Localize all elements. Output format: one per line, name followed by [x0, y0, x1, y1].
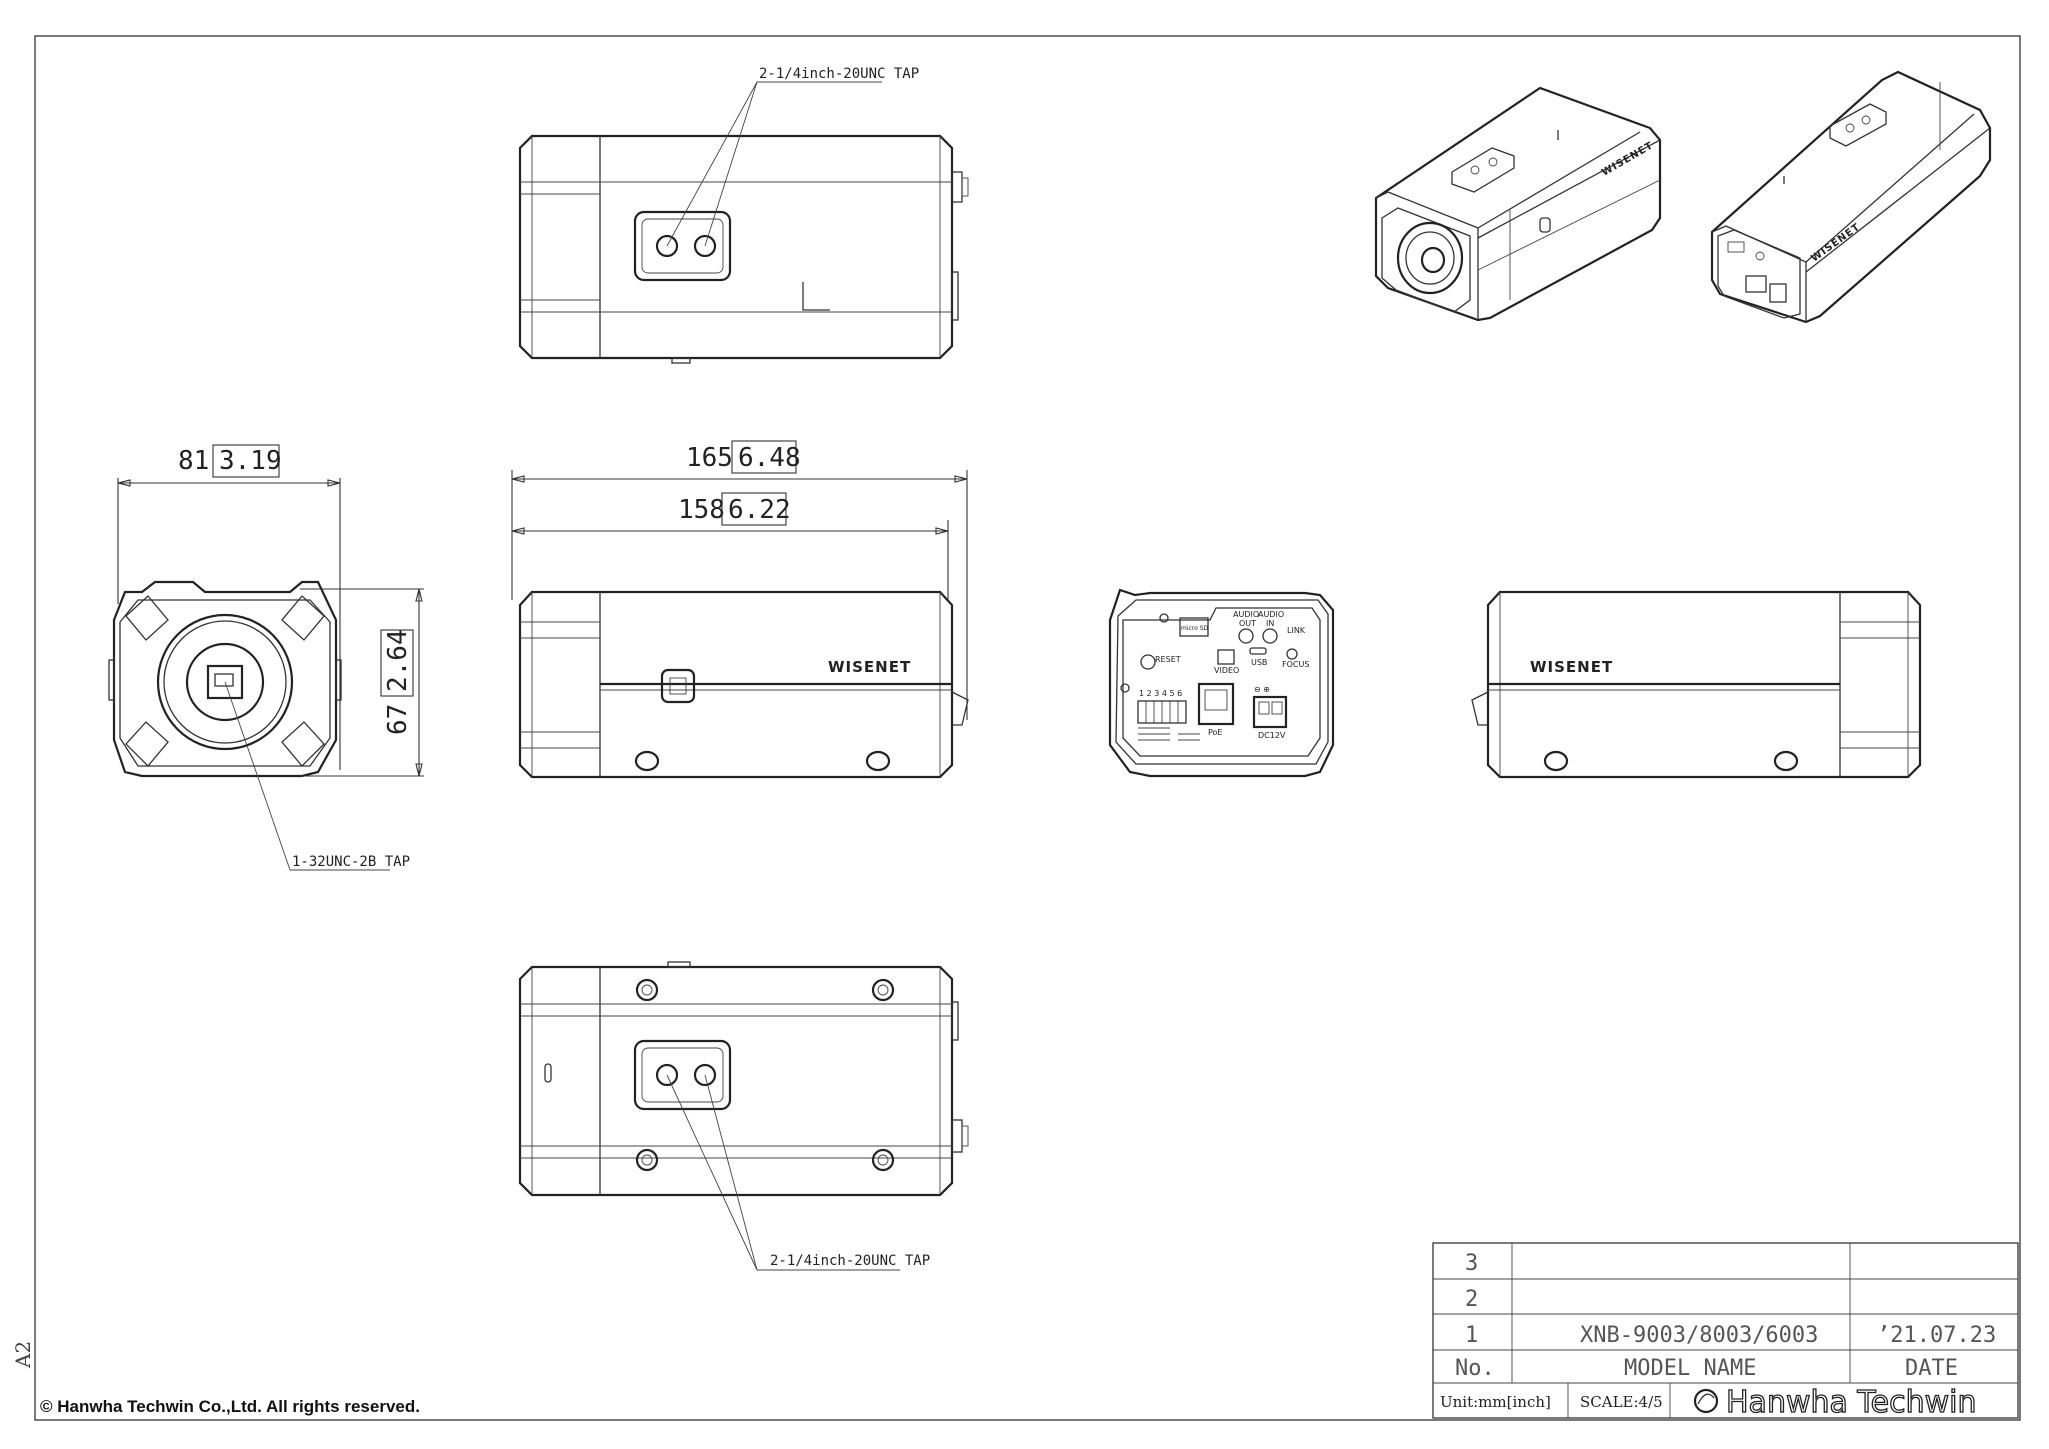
rear-audio-in-1: AUDIO — [1258, 610, 1284, 619]
bottom-view: 2-1/4inch-20UNC TAP — [518, 961, 969, 1271]
top-view: 2-1/4inch-20UNC TAP — [518, 66, 969, 364]
dim-length-body-inch: 6.22 — [728, 495, 791, 525]
rear-audio-out-2: OUT — [1239, 619, 1256, 628]
sheet-border — [34, 35, 2021, 1421]
dim-height: 67 — [383, 704, 413, 735]
iso-brand-mark-2: WISENET — [1809, 222, 1862, 265]
rear-poe-label: PoE — [1208, 728, 1223, 737]
right-brand-mark: WISENET — [1530, 658, 1613, 676]
dim-width-inch: 3.19 — [219, 446, 282, 476]
side-brand-mark: WISENET — [828, 658, 911, 676]
iso-view-front: WISENET — [1374, 86, 1662, 322]
title-block: 3 2 1 XNB-9003/8003/6003 ’21.07.23 No. M… — [1432, 1242, 2019, 1421]
front-view: 1-32UNC-2B TAP 81 3.19 67 2.64 — [108, 444, 424, 871]
dim-length-overall-inch: 6.48 — [738, 443, 801, 473]
rear-link-label: LINK — [1287, 626, 1306, 635]
dim-height-inch: 2.64 — [383, 629, 413, 692]
front-tap-callout: 1-32UNC-2B TAP — [292, 854, 410, 870]
rear-audio-in-2: IN — [1266, 619, 1274, 628]
svg-text:⊖ ⊕: ⊖ ⊕ — [1254, 685, 1270, 694]
tb-scale: SCALE:4/5 — [1580, 1393, 1663, 1411]
tb-row1-model: XNB-9003/8003/6003 — [1580, 1323, 1818, 1348]
rear-focus-label: FOCUS — [1282, 660, 1309, 669]
side-view: WISENET 165 6.48 158 6.22 — [511, 440, 969, 779]
tb-row3-no: 3 — [1465, 1251, 1478, 1276]
rear-pin-numbers: 1 2 3 4 5 6 — [1139, 689, 1182, 698]
tb-row1-date: ’21.07.23 — [1877, 1323, 1996, 1348]
bottom-tap-callout: 2-1/4inch-20UNC TAP — [770, 1253, 930, 1269]
top-tap-callout: 2-1/4inch-20UNC TAP — [759, 66, 919, 82]
rear-usb-label: USB — [1251, 658, 1267, 667]
rear-reset-label: RESET — [1155, 655, 1181, 664]
tb-company: Hanwha Techwin — [1726, 1385, 1977, 1420]
right-side-view: WISENET — [1471, 590, 1922, 779]
iso-view-rear: WISENET — [1710, 70, 1992, 324]
dim-length-overall: 165 — [686, 443, 733, 473]
iso-brand-mark-1: WISENET — [1600, 140, 1656, 178]
rear-sd-label: micro SD — [1181, 625, 1209, 632]
dim-width: 81 — [178, 446, 209, 476]
rear-dc-label: DC12V — [1258, 731, 1286, 740]
rear-view: micro SD AUDIO OUT AUDIO IN LINK RESET V… — [1108, 588, 1335, 778]
tb-header-no: No. — [1455, 1356, 1495, 1381]
rear-video-label: VIDEO — [1214, 666, 1239, 675]
tb-header-model: MODEL NAME — [1624, 1356, 1756, 1381]
copyright-notice: © Hanwha Techwin Co.,Ltd. All rights res… — [40, 1397, 420, 1416]
tb-row1-no: 1 — [1465, 1323, 1478, 1348]
rear-audio-out-1: AUDIO — [1233, 610, 1259, 619]
dim-length-body: 158 — [678, 495, 725, 525]
tb-unit: Unit:mm[inch] — [1440, 1393, 1551, 1411]
tb-header-date: DATE — [1905, 1356, 1958, 1381]
tb-row2-no: 2 — [1465, 1287, 1478, 1312]
sheet-size-label: A2 — [11, 1341, 35, 1369]
